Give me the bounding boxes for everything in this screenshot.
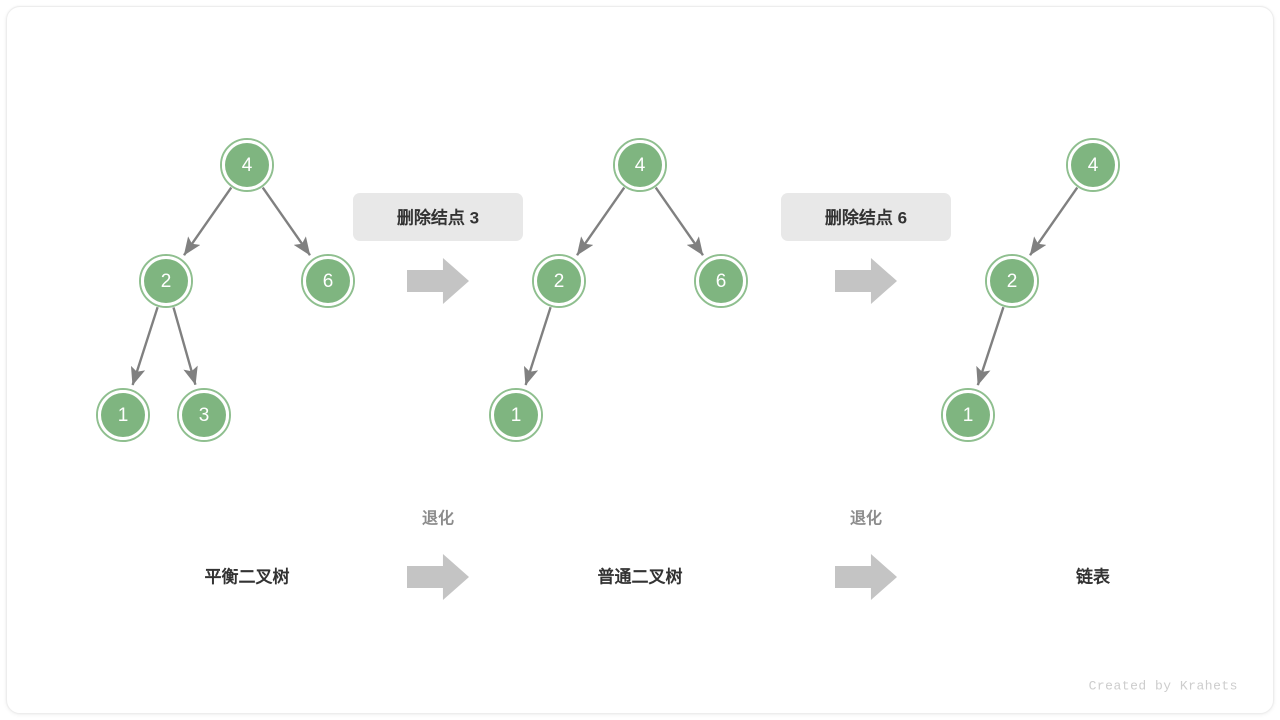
deg-1: 退化	[407, 509, 469, 600]
tree-node[interactable]: 2	[532, 254, 586, 308]
stage-list: 链表	[1076, 567, 1111, 587]
operation-block-arrow-icon	[407, 258, 469, 304]
operation-labels-layer: 删除结点 3 删除结点 6	[353, 193, 951, 304]
diagram-card	[6, 6, 1274, 714]
stage-ordinary: 普通二叉树	[598, 567, 683, 587]
tree-edge	[130, 306, 159, 386]
tree-node-value: 4	[242, 155, 253, 176]
tree-node-value: 2	[161, 271, 172, 292]
tree-edge	[976, 306, 1005, 386]
tree-node[interactable]: 4	[1066, 138, 1120, 192]
tree-node[interactable]: 2	[139, 254, 193, 308]
tree-node-value: 1	[511, 405, 522, 426]
tree-node-value: 2	[554, 271, 565, 292]
transition-label: 退化	[850, 509, 882, 528]
tree-node-value: 6	[716, 271, 727, 292]
tree-nodes-layer: 4 2 6 1 3 4 2 6 1 4 2 1	[96, 138, 1120, 442]
tree-node[interactable]: 1	[489, 388, 543, 442]
tree-edge	[576, 186, 626, 256]
tree-node-value: 1	[118, 405, 129, 426]
tree-node-value: 4	[1088, 155, 1099, 176]
tree-edges-layer	[130, 186, 1079, 386]
tree-node[interactable]: 1	[941, 388, 995, 442]
op-delete-6: 删除结点 6	[781, 193, 951, 304]
tree-node[interactable]: 4	[220, 138, 274, 192]
tree-node[interactable]: 3	[177, 388, 231, 442]
transition-label: 退化	[422, 509, 454, 528]
tree-node-value: 4	[635, 155, 646, 176]
tree-edge	[261, 186, 311, 256]
tree-node-value: 6	[323, 271, 334, 292]
tree-edge	[1029, 186, 1079, 256]
operation-label: 删除结点 6	[825, 208, 907, 228]
stage-labels-layer: 平衡二叉树 普通二叉树 链表	[205, 567, 1112, 587]
transition-labels-layer: 退化 退化	[407, 509, 897, 600]
tree-node[interactable]: 6	[694, 254, 748, 308]
credit-text: Created by Krahets	[1089, 679, 1238, 694]
tree-node-value: 3	[199, 405, 210, 426]
operation-box	[353, 193, 523, 241]
transition-block-arrow-icon	[835, 554, 897, 600]
tree-edge	[654, 186, 704, 256]
deg-2: 退化	[835, 509, 897, 600]
tree-node[interactable]: 4	[613, 138, 667, 192]
tree-node-value: 2	[1007, 271, 1018, 292]
tree-edge	[172, 307, 198, 386]
operation-label: 删除结点 3	[397, 208, 479, 228]
stage-balanced: 平衡二叉树	[205, 567, 290, 587]
tree-node[interactable]: 6	[301, 254, 355, 308]
tree-edge	[183, 186, 233, 256]
transition-block-arrow-icon	[407, 554, 469, 600]
tree-node[interactable]: 2	[985, 254, 1039, 308]
op-delete-3: 删除结点 3	[353, 193, 523, 304]
tree-edge	[523, 306, 552, 386]
operation-box	[781, 193, 951, 241]
operation-block-arrow-icon	[835, 258, 897, 304]
tree-node[interactable]: 1	[96, 388, 150, 442]
tree-node-value: 1	[963, 405, 974, 426]
